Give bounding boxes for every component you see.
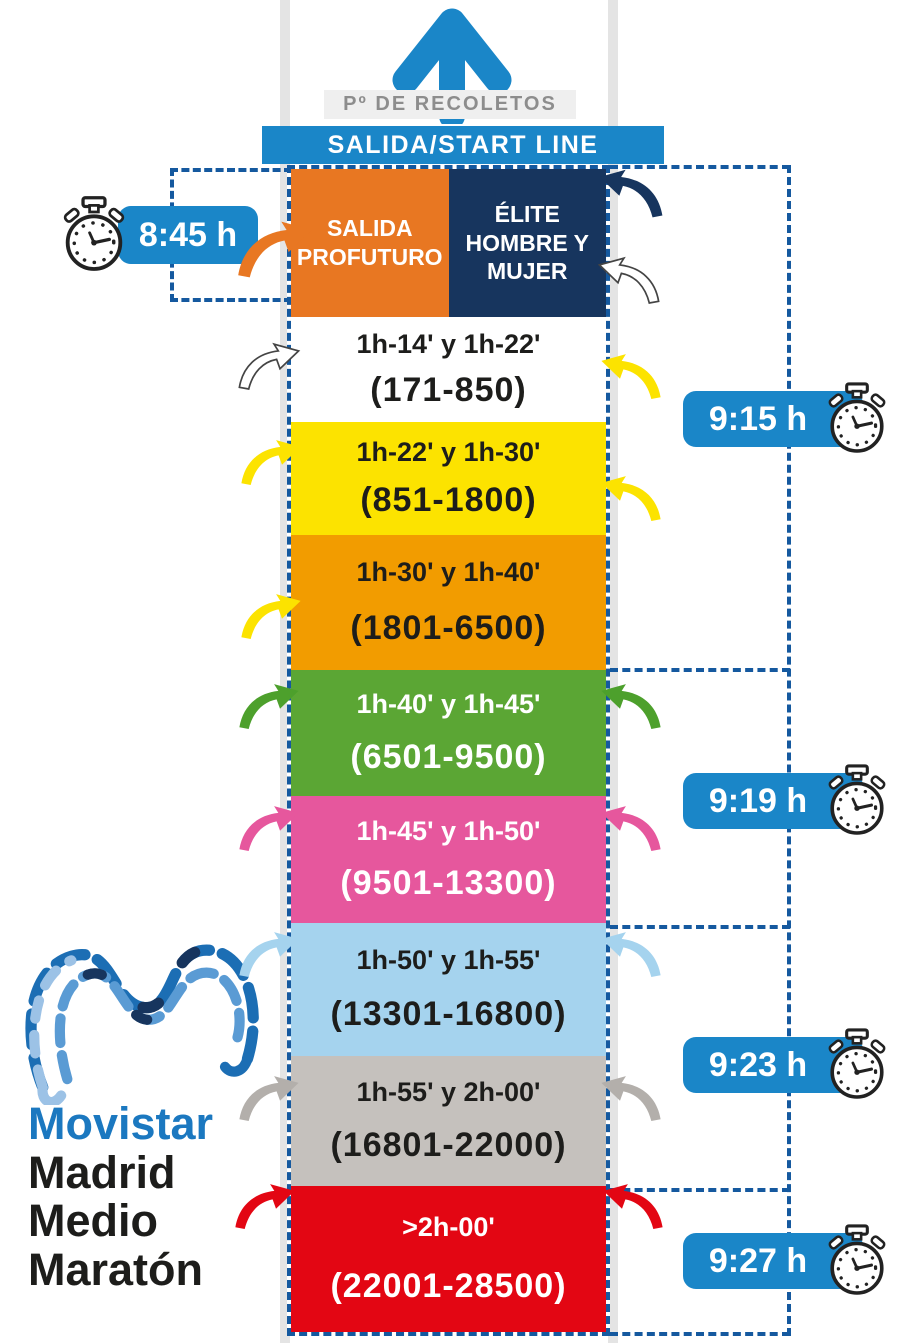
event-branding: Movistar Madrid Medio Maratón xyxy=(28,1098,214,1295)
stopwatch-icon xyxy=(61,196,127,271)
corral-bib-range: (16801-22000) xyxy=(330,1126,567,1165)
corral-time-range: 1h-55' y 2h-00' xyxy=(356,1076,541,1107)
merge-arrow-icon xyxy=(241,440,301,485)
start-time-badge-927: 9:27 h xyxy=(683,1224,888,1295)
corral-time-range: 1h-50' y 1h-55' xyxy=(356,944,541,975)
corral-row-2: 1h-22' y 1h-30' (851-1800) xyxy=(291,422,606,535)
sponsor-name: Movistar xyxy=(28,1098,214,1149)
stopwatch-icon xyxy=(826,1028,888,1099)
road-edge-left xyxy=(280,0,290,1343)
merge-arrow-icon xyxy=(601,476,661,521)
corral-time-range: 1h-40' y 1h-45' xyxy=(356,689,541,720)
elite-row: SALIDA PROFUTURO ÉLITE HOMBRE Y MUJER xyxy=(291,169,606,317)
start-time-label: 9:15 h xyxy=(708,399,808,438)
corral-bib-range: (22001-28500) xyxy=(330,1267,567,1305)
dashed-guide-top xyxy=(610,165,790,169)
merge-arrow-icon xyxy=(601,932,661,977)
start-time-label: 9:27 h xyxy=(708,1241,808,1280)
merge-arrow-icon xyxy=(601,354,661,399)
street-label: Pº DE RECOLETOS xyxy=(324,90,576,119)
corral-row-8: >2h-00' (22001-28500) xyxy=(291,1186,606,1332)
merge-arrow-icon xyxy=(601,806,661,851)
merge-arrow-icon xyxy=(239,932,299,977)
dashed-guide-923 xyxy=(610,1188,790,1192)
merge-arrow-icon xyxy=(241,594,301,639)
corral-bib-range: (9501-13300) xyxy=(340,864,557,903)
corral-row-6: 1h-50' y 1h-55' (13301-16800) xyxy=(291,923,606,1056)
corral-time-range: 1h-14' y 1h-22' xyxy=(356,329,541,360)
corral-time-range: 1h-30' y 1h-40' xyxy=(356,557,541,588)
corral-bib-range: (6501-9500) xyxy=(350,737,547,776)
corral-column: SALIDA PROFUTURO ÉLITE HOMBRE Y MUJER 1h… xyxy=(287,165,610,1336)
merge-arrow-icon xyxy=(603,1184,663,1229)
merge-arrow-icon xyxy=(239,806,299,851)
merge-arrow-icon xyxy=(238,221,312,278)
merge-arrow-icon xyxy=(235,1184,295,1229)
merge-arrow-icon xyxy=(599,169,663,218)
start-time-badge-845: 8:45 h xyxy=(61,196,258,271)
start-line-banner: SALIDA/START LINE xyxy=(262,126,664,164)
start-time-label: 9:23 h xyxy=(708,1045,808,1084)
corral-row-1: 1h-14' y 1h-22' (171-850) xyxy=(291,317,606,422)
stopwatch-icon xyxy=(826,764,888,835)
movistar-logo xyxy=(25,944,259,1105)
corral-bib-range: (1801-6500) xyxy=(350,608,547,647)
corral-time-range: 1h-45' y 1h-50' xyxy=(356,815,541,846)
merge-arrow-icon xyxy=(239,1076,299,1121)
event-name-line: Medio xyxy=(28,1195,158,1247)
start-time-badge-923: 9:23 h xyxy=(683,1028,888,1099)
event-name-line: Maratón xyxy=(28,1243,204,1295)
merge-arrow-icon xyxy=(238,343,300,390)
corral-time-range: 1h-22' y 1h-30' xyxy=(356,437,541,467)
corral-rows: 1h-14' y 1h-22' (171-850) 1h-22' y 1h-30… xyxy=(291,317,606,1332)
dashed-guide-919 xyxy=(610,925,790,929)
dashed-guide-915 xyxy=(610,668,790,672)
merge-arrow-icon xyxy=(601,684,661,729)
merge-arrow-icon xyxy=(601,1076,661,1121)
stopwatch-icon xyxy=(826,382,888,453)
merge-arrow-icon xyxy=(598,257,660,304)
corral-row-4: 1h-40' y 1h-45' (6501-9500) xyxy=(291,670,606,796)
start-time-badge-915: 9:15 h xyxy=(683,382,888,453)
corral-row-3: 1h-30' y 1h-40' (1801-6500) xyxy=(291,535,606,670)
corral-elite: ÉLITE HOMBRE Y MUJER xyxy=(448,169,606,317)
merge-arrow-icon xyxy=(239,684,299,729)
corral-row-5: 1h-45' y 1h-50' (9501-13300) xyxy=(291,796,606,923)
start-time-badge-919: 9:19 h xyxy=(683,764,888,835)
event-name-line: Madrid xyxy=(28,1146,176,1198)
start-time-label: 9:19 h xyxy=(708,781,808,820)
dashed-guide-vertical xyxy=(787,165,791,1336)
corral-time-range: >2h-00' xyxy=(402,1212,495,1242)
dashed-guide-bottom xyxy=(610,1332,790,1336)
start-time-label: 8:45 h xyxy=(138,215,238,254)
corral-bib-range: (851-1800) xyxy=(360,481,537,519)
corral-row-7: 1h-55' y 2h-00' (16801-22000) xyxy=(291,1056,606,1186)
corral-bib-range: (171-850) xyxy=(370,370,527,409)
corral-salida-profuturo: SALIDA PROFUTURO xyxy=(291,169,449,317)
corral-bib-range: (13301-16800) xyxy=(330,995,567,1034)
stopwatch-icon xyxy=(826,1224,888,1295)
